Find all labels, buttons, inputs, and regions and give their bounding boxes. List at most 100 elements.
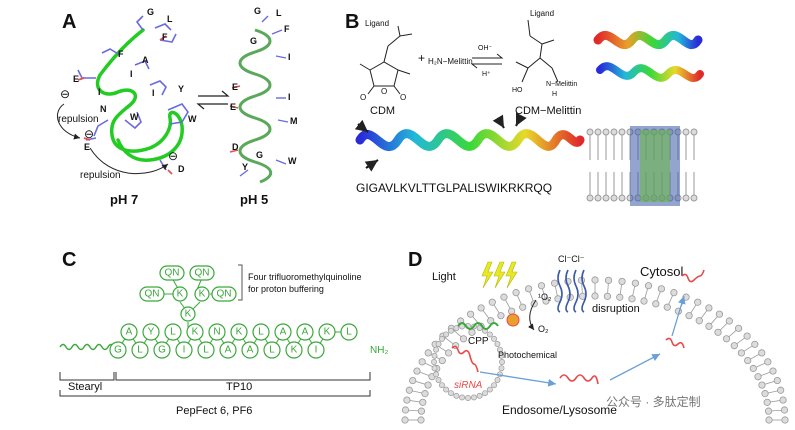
residue-label: N xyxy=(100,104,107,114)
residue-label: I xyxy=(98,87,101,97)
amino-acid-residue xyxy=(241,341,259,359)
residue-label: G xyxy=(158,345,166,356)
panel-c-letter: C xyxy=(62,249,76,271)
residue-label: A xyxy=(247,345,254,356)
residue-label: K xyxy=(236,327,243,338)
peptide-helix-ph5 xyxy=(229,15,289,184)
oxygen-label: O₂ xyxy=(538,324,549,334)
amino-acid-residue xyxy=(219,341,237,359)
reagent-label: H₂N−Melittin xyxy=(428,57,473,66)
melittin-ribbon-icon xyxy=(593,31,704,82)
amino-acid-residue xyxy=(109,341,127,359)
residue-label: D xyxy=(178,164,185,174)
amino-acid-residue xyxy=(164,323,182,341)
residue-label: I xyxy=(152,88,155,98)
bead-label: K xyxy=(199,289,206,300)
amino-acid-residue xyxy=(186,323,204,341)
amino-acid-residue xyxy=(197,341,215,359)
bead-label: QN xyxy=(165,268,180,279)
residue-label: I xyxy=(130,69,133,79)
region-bars xyxy=(59,372,371,397)
residue-label: N xyxy=(213,327,220,338)
negative-charge-icon: ⊖ xyxy=(84,127,94,141)
amino-acid-residue xyxy=(142,323,160,341)
photosensitizer-icon xyxy=(506,313,520,327)
residue-label: E xyxy=(232,82,238,92)
light-bolt-icon xyxy=(481,261,518,289)
quinoline-group xyxy=(139,286,165,302)
residue-label: G xyxy=(250,36,257,46)
atom-label: H xyxy=(552,91,557,98)
sidechains-ph7-charged xyxy=(77,35,173,175)
product-label: CDM−Melittin xyxy=(515,105,581,117)
residue-label: L xyxy=(167,14,173,24)
residue-label: F xyxy=(162,32,168,42)
membrane-peptide-icon xyxy=(586,126,698,206)
residue-label: K xyxy=(291,345,298,356)
residue-label: L xyxy=(346,327,352,338)
amino-acid-residue xyxy=(131,341,149,359)
amino-acid-residue xyxy=(274,323,292,341)
stearyl-tail xyxy=(59,343,121,351)
amino-acid-residue xyxy=(153,341,171,359)
atom-label: HO xyxy=(512,87,523,94)
amino-acid-residue xyxy=(175,341,193,359)
residue-label: W xyxy=(288,156,297,166)
amino-acid-residue xyxy=(252,323,270,341)
repulsion-label: repulsion xyxy=(58,114,99,125)
disruption-label: disruption xyxy=(592,303,640,315)
residue-label: G xyxy=(256,150,263,160)
residue-label: Y xyxy=(148,327,155,338)
cpp-label: CPP xyxy=(468,336,489,347)
state-label-ph5: pH 5 xyxy=(240,192,268,207)
repulsion-arrow xyxy=(56,103,81,140)
endosome-label: Endosome/Lysosome xyxy=(502,403,617,417)
equilibrium-icon xyxy=(196,90,230,110)
residue-label: K xyxy=(192,327,199,338)
cdm-structure xyxy=(359,25,413,95)
residue-label: I xyxy=(288,52,291,62)
quinoline-group xyxy=(211,286,237,302)
residue-label: A xyxy=(280,327,287,338)
lysine-residue xyxy=(180,306,196,322)
cdm-melittin-structure xyxy=(515,19,559,83)
residue-label: K xyxy=(324,327,331,338)
amino-acid-residue xyxy=(263,341,281,359)
cytosol-label: Cytosol xyxy=(640,264,683,279)
residue-label: D xyxy=(232,142,239,152)
residue-label: I xyxy=(288,92,291,102)
repulsion-arrow xyxy=(89,147,169,175)
quinoline-note-line1: Four trifluoromethylquinoline xyxy=(248,272,362,282)
stearyl-label: Stearyl xyxy=(68,381,102,393)
negative-charge-icon: ⊖ xyxy=(60,87,70,101)
trafficking-arrows xyxy=(479,295,686,387)
residue-label: M xyxy=(290,116,298,126)
watermark: 公众号 · 多肽定制 xyxy=(606,394,701,409)
quinoline-branch: QN QN QN K K QN K xyxy=(139,265,237,330)
oxygen-arrow xyxy=(528,299,537,331)
lysine-residue xyxy=(194,286,210,302)
panel-b-letter: B xyxy=(345,11,359,33)
pepfect-label: PepFect 6, PF6 xyxy=(176,405,252,417)
product-n-label: N−Melittin xyxy=(546,81,577,88)
amino-acid-residue xyxy=(307,341,325,359)
residue-label: L xyxy=(170,327,176,338)
cpp-peptide-icon xyxy=(457,322,499,330)
amino-acid-residue xyxy=(340,323,358,341)
sirna-label: siRNA xyxy=(454,380,483,391)
residue-label: E xyxy=(230,102,236,112)
melittin-sequence: GIGAVLKVLTTGLPALISWIKRKRQQ xyxy=(356,181,552,195)
atom-label: O xyxy=(400,93,406,102)
ligand-label: Ligand xyxy=(365,19,389,28)
plus-sign: + xyxy=(418,51,425,65)
residue-label: A xyxy=(302,327,309,338)
residue-label: Y xyxy=(242,162,248,172)
residue-label: F xyxy=(118,49,124,59)
panel-d: D Light Cl⁻Cl⁻ Cytosol ¹O₂ O₂ disruption… xyxy=(401,249,789,424)
quinoline-group xyxy=(159,265,185,281)
bead-label: QN xyxy=(145,289,160,300)
residue-label: E xyxy=(73,74,79,84)
atom-label: O xyxy=(360,93,366,102)
panel-a-letter: A xyxy=(62,11,76,33)
channel-icon xyxy=(557,269,587,313)
